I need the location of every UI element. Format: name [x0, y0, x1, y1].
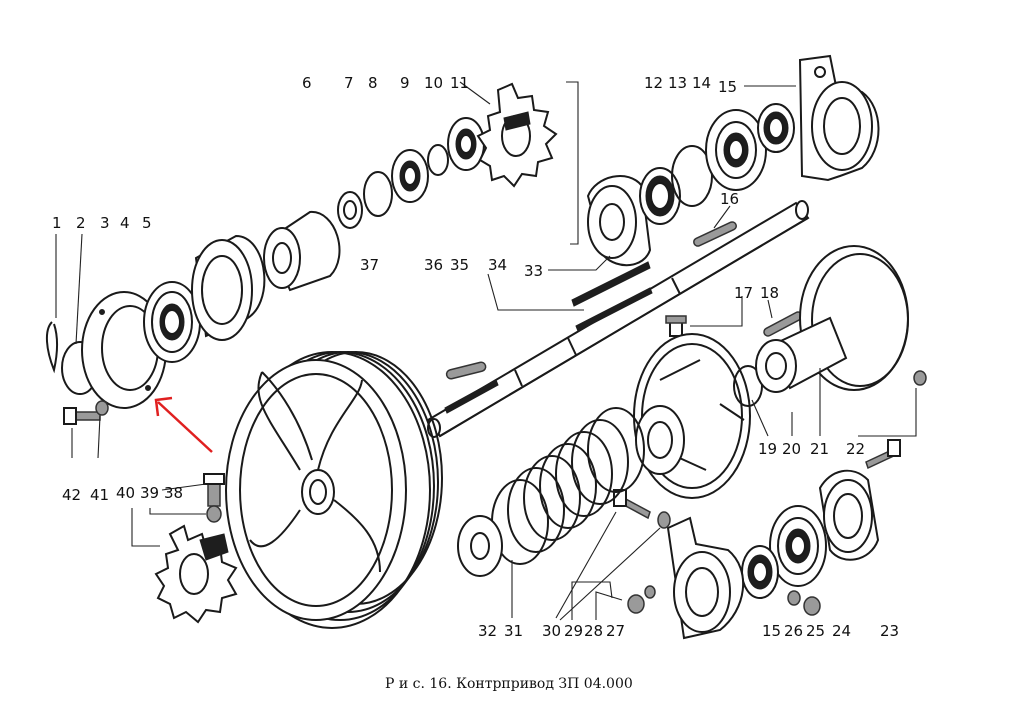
part-label-7: 7	[344, 74, 354, 92]
sprocket-40	[154, 524, 238, 624]
part-labels: 1 2 3 4 5 6 7 8 9 10 11 12 13 14 15 16 1…	[52, 74, 899, 640]
part-label-31: 31	[504, 622, 523, 640]
key-16	[693, 221, 737, 247]
part-label-26: 26	[784, 622, 803, 640]
part-label-16: 16	[720, 190, 739, 208]
hub-pulley-19	[633, 333, 751, 499]
part-label-15-upper: 15	[718, 78, 737, 96]
bearing-housing-15-lower	[666, 516, 745, 640]
seal-12	[639, 167, 681, 225]
part-label-19: 19	[758, 440, 777, 458]
part-label-2: 2	[76, 214, 86, 232]
housing-24	[818, 469, 880, 561]
key-35	[445, 361, 487, 380]
part-label-24: 24	[832, 622, 851, 640]
seal-lower	[741, 545, 779, 599]
part-label-32: 32	[478, 622, 497, 640]
part-label-30: 30	[542, 622, 561, 640]
part-label-25: 25	[806, 622, 825, 640]
part-label-14: 14	[692, 74, 711, 92]
part-label-15-lower: 15	[762, 622, 781, 640]
seal-15-upper	[757, 103, 795, 153]
cotter-pin-1	[46, 321, 58, 374]
part-label-13: 13	[668, 74, 687, 92]
bearing-lower	[769, 505, 827, 587]
leader-lines	[55, 81, 917, 621]
part-label-38: 38	[164, 484, 183, 502]
grease-fitting-17	[665, 315, 687, 337]
nut-27	[627, 594, 645, 614]
part-label-22: 22	[846, 440, 865, 458]
spring-31	[491, 407, 645, 565]
part-label-29: 29	[564, 622, 583, 640]
flange-21	[755, 245, 909, 393]
hub-5	[191, 234, 266, 341]
part-label-28: 28	[584, 622, 603, 640]
part-label-33: 33	[524, 262, 543, 280]
hub-6	[263, 210, 341, 292]
part-label-17: 17	[734, 284, 753, 302]
part-label-5: 5	[142, 214, 152, 232]
part-label-11: 11	[450, 74, 469, 92]
part-label-18: 18	[760, 284, 779, 302]
large-pulley	[225, 351, 443, 629]
part-label-34: 34	[488, 256, 507, 274]
bearing-4	[143, 281, 201, 363]
ring-8	[363, 171, 393, 217]
part-label-10: 10	[424, 74, 443, 92]
figure-caption: Р и с. 16. Контрпривод ЗП 04.000	[385, 676, 633, 692]
part-label-3: 3	[100, 214, 110, 232]
part-label-36: 36	[424, 256, 443, 274]
nut-25	[803, 596, 821, 616]
bearing-11	[447, 117, 485, 171]
part-label-37: 37	[360, 256, 379, 274]
screw-22	[913, 370, 927, 386]
part-label-6: 6	[302, 74, 312, 92]
ring-10	[427, 144, 449, 176]
part-label-42: 42	[62, 486, 81, 504]
part-label-8: 8	[368, 74, 378, 92]
washer-32	[457, 515, 503, 577]
bearing-housing-33	[586, 175, 652, 267]
washer-28	[644, 585, 656, 599]
main-shaft	[426, 200, 810, 438]
part-label-4: 4	[120, 214, 130, 232]
bolt-42	[63, 407, 101, 425]
washer-41	[95, 400, 109, 416]
washer-39	[206, 505, 222, 523]
part-label-21: 21	[810, 440, 829, 458]
bearing-14	[705, 109, 767, 191]
red-arrow-indicator	[154, 396, 213, 453]
part-label-1: 1	[52, 214, 62, 232]
bolt-38	[203, 473, 225, 507]
washer-26	[787, 590, 801, 606]
part-label-27: 27	[606, 622, 625, 640]
part-label-20: 20	[782, 440, 801, 458]
bearing-housing-15	[798, 54, 880, 182]
sprocket-upper	[476, 82, 558, 188]
bolt-23	[865, 439, 901, 470]
bolt-30	[613, 489, 651, 520]
sleeve-7	[337, 191, 363, 229]
part-label-39: 39	[140, 484, 159, 502]
part-label-41: 41	[90, 486, 109, 504]
part-label-9: 9	[400, 74, 410, 92]
part-label-40: 40	[116, 484, 135, 502]
bearing-9	[391, 149, 429, 203]
washer-29	[657, 511, 671, 529]
part-label-35: 35	[450, 256, 469, 274]
part-label-23: 23	[880, 622, 899, 640]
part-label-12: 12	[644, 74, 663, 92]
